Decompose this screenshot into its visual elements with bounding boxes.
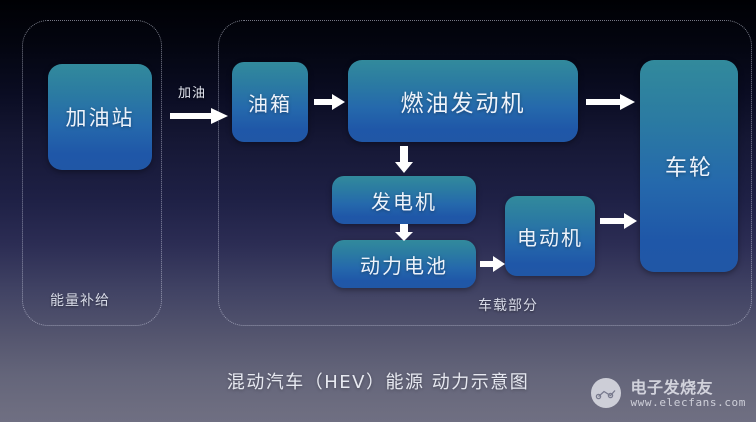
node-gas-station[interactable]: 加油站 xyxy=(48,64,152,170)
watermark-site-name: 电子发烧友 xyxy=(630,377,713,397)
arrow-station-to-tank-icon xyxy=(170,106,230,126)
arrow-engine-to-wheel-icon xyxy=(586,93,636,111)
edge-label-refuel: 加油 xyxy=(178,86,207,101)
group-label-energy-supply: 能量补给 xyxy=(50,293,110,309)
arrow-battery-to-motor-icon xyxy=(480,255,506,273)
arrow-tank-to-engine-icon xyxy=(314,93,346,111)
group-label-onboard-section: 车载部分 xyxy=(478,298,538,314)
group-energy-supply xyxy=(22,20,162,326)
node-fuel-engine[interactable]: 燃油发动机 xyxy=(348,60,578,142)
diagram-caption: 混动汽车（HEV）能源 动力示意图 xyxy=(226,372,530,393)
watermark: 电子发烧友 www.elecfans.com xyxy=(588,374,746,414)
elecfans-logo-icon xyxy=(588,374,624,414)
arrow-generator-to-battery-icon xyxy=(394,224,414,242)
watermark-url: www.elecfans.com xyxy=(630,395,746,409)
group-onboard-section xyxy=(218,20,752,326)
arrow-engine-to-generator-icon xyxy=(394,146,414,174)
node-electric-motor[interactable]: 电动机 xyxy=(505,196,595,276)
node-fuel-tank[interactable]: 油箱 xyxy=(232,62,308,142)
arrow-motor-to-wheel-icon xyxy=(600,212,638,230)
node-wheel[interactable]: 车轮 xyxy=(640,60,738,272)
watermark-text: 电子发烧友 www.elecfans.com xyxy=(630,377,746,409)
node-power-battery[interactable]: 动力电池 xyxy=(332,240,476,288)
node-generator[interactable]: 发电机 xyxy=(332,176,476,224)
